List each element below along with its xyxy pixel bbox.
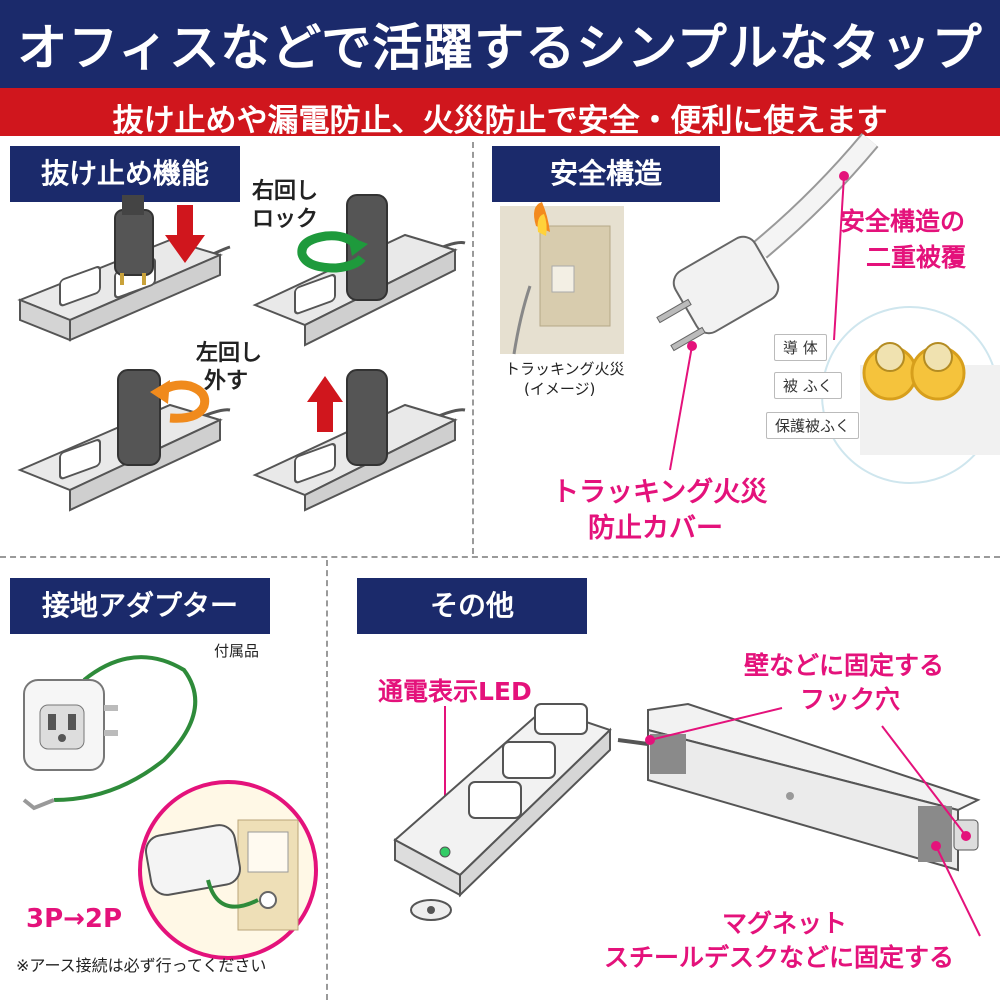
double-coating-pointer [833,171,849,341]
right-turn-label-1: 右回し [252,179,319,204]
double-coating-label-2: 二重被覆 [866,243,967,272]
rotate-left-arrow-icon [150,380,210,423]
hook-hole-label-2: フック穴 [800,685,901,714]
divider-horizontal [0,556,1000,558]
cable-layer-conductor: 導 体 [774,334,827,361]
tracking-cover-pointer [669,341,697,471]
power-strip-top-view [393,703,612,921]
accessory-label: 付属品 [214,642,260,660]
header-banner [0,0,1000,88]
rotate-right-arrow-icon [297,231,368,273]
section-title-adapter: 接地アダプター [10,578,270,634]
cable-layer-sheath: 保護被ふく [766,412,860,439]
divider-bottom-vertical [326,560,328,1000]
magnet-label-1: マグネット [722,909,848,938]
power-strip-illustration-1 [17,195,231,342]
adapter-installed-inset [138,780,318,960]
power-strip-illustration-2 [252,194,466,347]
ground-note: ※アース接続は必ず行ってください [16,956,267,975]
led-label: 通電表示LED [378,677,532,706]
section-title-safety: 安全構造 [492,146,720,202]
tracking-cover-label-2: 防止カバー [588,513,723,544]
photo-caption-line-2: (イメージ) [524,380,596,398]
page-title: オフィスなどで活躍するシンプルなタップ [17,19,983,77]
plug-with-cover-illustration [656,132,879,352]
photo-caption-line-1: トラッキング火災 [505,360,625,378]
tracking-cover-label-1: トラッキング火災 [552,477,768,508]
cable-layer-insulation: 被 ふく [774,372,842,399]
subtitle-bar [0,88,1000,136]
tracking-fire-photo [500,202,624,355]
power-strip-illustration-3 [17,369,231,512]
cable-cross-section-illustration [821,306,1000,484]
pull-up-arrow-icon [307,376,343,432]
hook-hole-label-1: 壁などに固定する [744,651,945,680]
power-strip-illustration-4 [252,369,466,512]
divider-top-vertical [472,142,474,554]
ground-adapter-illustration [22,655,198,811]
magnet-label-2: スチールデスクなどに固定する [604,943,955,972]
section-title-other: その他 [357,578,587,634]
double-coating-label-1: 安全構造の [840,207,966,236]
page-subtitle: 抜け止めや漏電防止、火災防止で安全・便利に使えます [112,103,888,139]
right-turn-label-2: ロック [252,207,319,232]
push-down-arrow-icon [165,205,205,263]
left-turn-label-2: 外す [204,369,249,394]
conversion-label: 3P→2P [26,904,123,934]
magnet-pointer [931,841,981,937]
hook-hole-pointers [645,707,971,841]
left-turn-label-1: 左回し [196,341,263,366]
section-title-lock: 抜け止め機能 [10,146,240,202]
